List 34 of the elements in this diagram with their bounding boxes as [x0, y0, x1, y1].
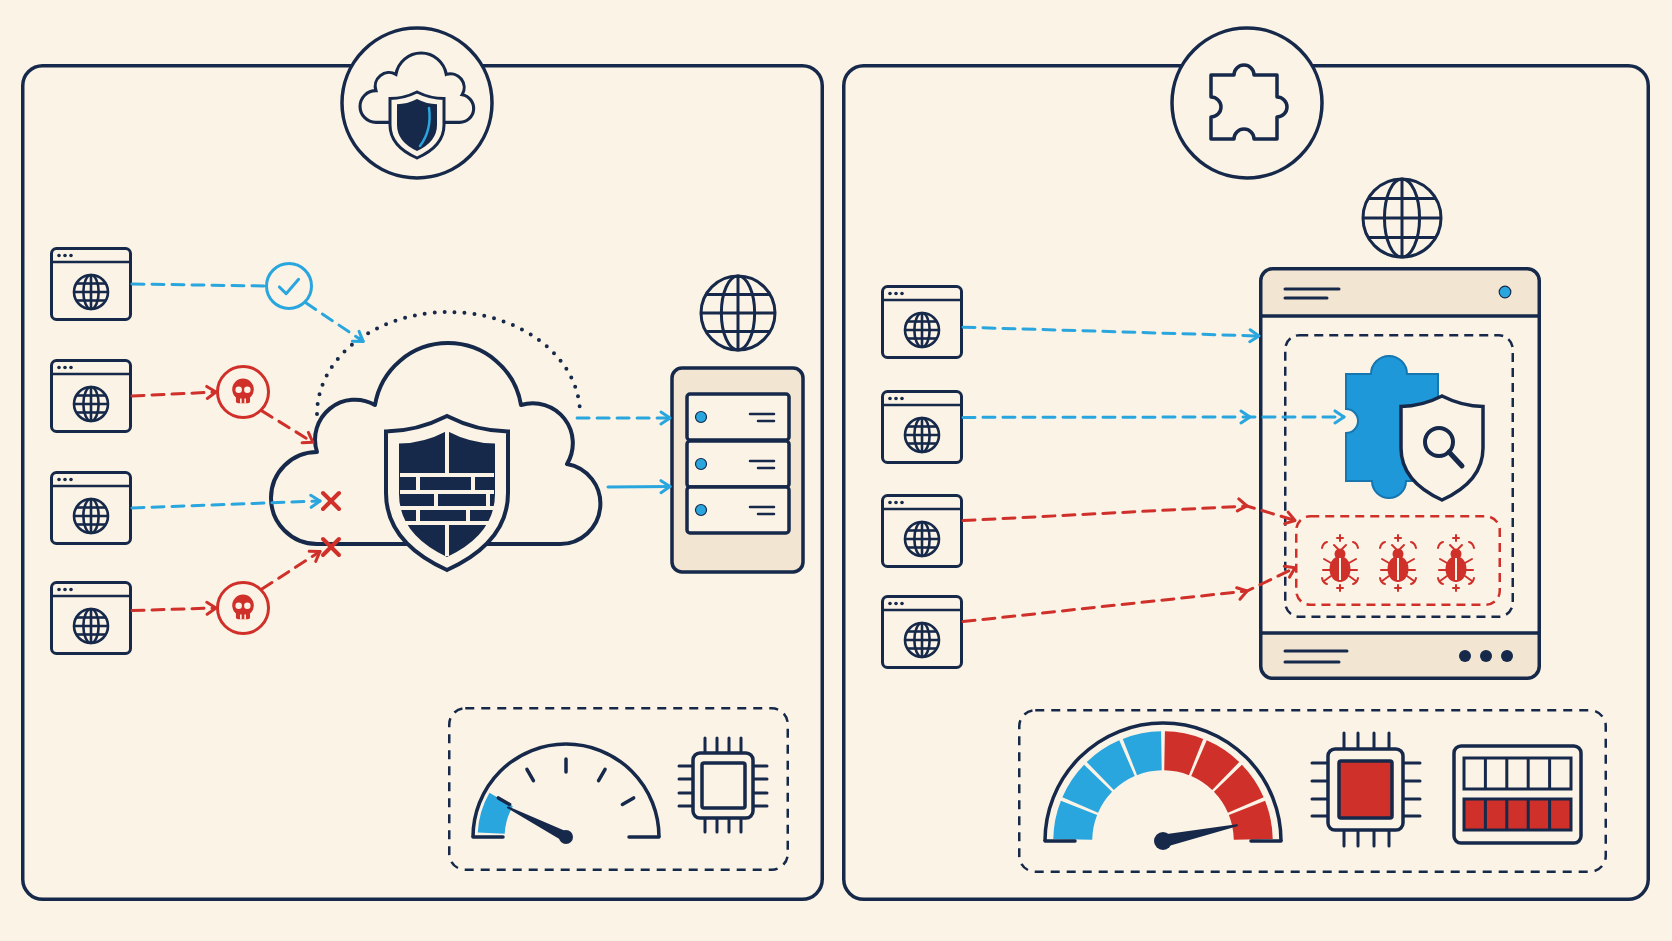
dashed-arrow — [961, 409, 1346, 425]
dashed-frame — [1285, 335, 1513, 617]
dashed-arrow — [130, 493, 322, 510]
dashed-line — [130, 282, 267, 288]
arrow — [606, 479, 672, 495]
browser-window-icon — [51, 248, 131, 320]
browser-window-icon — [882, 596, 962, 668]
browser-window-icon — [51, 582, 131, 654]
browser-window-icon — [882, 495, 962, 567]
panel — [843, 65, 1649, 900]
dashed-arrow — [961, 564, 1297, 624]
dashed-arrow — [575, 410, 672, 426]
browser-window-icon — [882, 286, 962, 358]
cross-icon — [323, 539, 339, 555]
browser-window-icon — [882, 391, 962, 463]
dashed-arrow — [130, 384, 218, 400]
browser-window-icon — [51, 360, 131, 432]
check-circle-icon — [266, 263, 312, 309]
dashed-arrow — [260, 549, 322, 591]
server-icon — [672, 368, 803, 572]
cross-icon — [323, 493, 339, 509]
skull-icon — [217, 582, 269, 634]
app-window — [1260, 268, 1540, 679]
dashed-arrow — [130, 600, 218, 616]
panel — [22, 65, 823, 900]
browser-window-icon — [51, 472, 131, 544]
dashed-arrow — [961, 497, 1297, 526]
cloud-shield-icon — [271, 312, 601, 570]
skull-icon — [217, 366, 269, 418]
dashed-arrow — [260, 409, 315, 445]
dashed-arrow — [961, 325, 1261, 344]
puzzle-shield-icon — [1346, 356, 1483, 500]
dashed-arrow — [304, 301, 365, 343]
dashed-frame — [1296, 516, 1500, 605]
